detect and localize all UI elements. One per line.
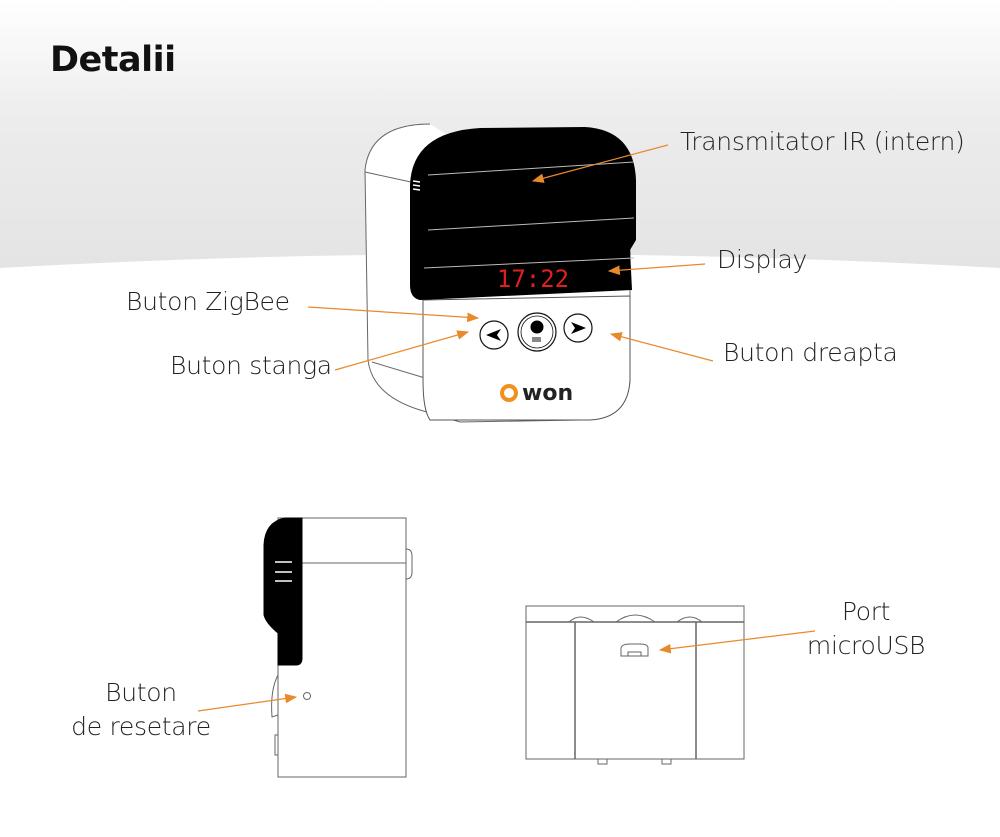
label-ir-transmitter: Transmitator IR (intern)	[680, 127, 965, 156]
label-left-button: Buton stanga	[170, 351, 332, 380]
label-usb-port: Port microUSB	[791, 595, 941, 663]
page-title: Detalii	[50, 40, 176, 80]
zigbee-button[interactable]	[517, 312, 557, 352]
microusb-port	[620, 643, 649, 657]
label-reset-button: Buton de resetare	[66, 676, 216, 744]
label-line: Port	[841, 597, 891, 626]
ir-display-panel	[410, 127, 636, 300]
right-button[interactable]	[563, 313, 593, 343]
left-button[interactable]	[479, 320, 509, 350]
zigbee-icon	[530, 320, 544, 334]
owon-logo: won	[500, 381, 573, 406]
device-bottom-view	[525, 605, 745, 765]
label-right-button: Buton dreapta	[723, 338, 898, 367]
label-line: de resetare	[71, 712, 211, 741]
label-zigbee-button: Buton ZigBee	[126, 287, 290, 316]
callout-arrows	[197, 144, 816, 712]
device-front-view: 17:22 won	[364, 123, 636, 423]
arrow-right-icon	[571, 322, 586, 334]
label-line: Buton	[105, 678, 177, 707]
label-display: Display	[717, 245, 808, 274]
display-time: 17:22	[497, 265, 569, 293]
vent-icon	[412, 180, 421, 191]
device-side-view	[263, 517, 413, 778]
label-line: microUSB	[806, 631, 926, 660]
arrow-left-icon	[486, 329, 501, 341]
svg-text:won: won	[522, 381, 573, 406]
vent-icon	[275, 561, 292, 582]
reset-button[interactable]	[303, 692, 311, 700]
